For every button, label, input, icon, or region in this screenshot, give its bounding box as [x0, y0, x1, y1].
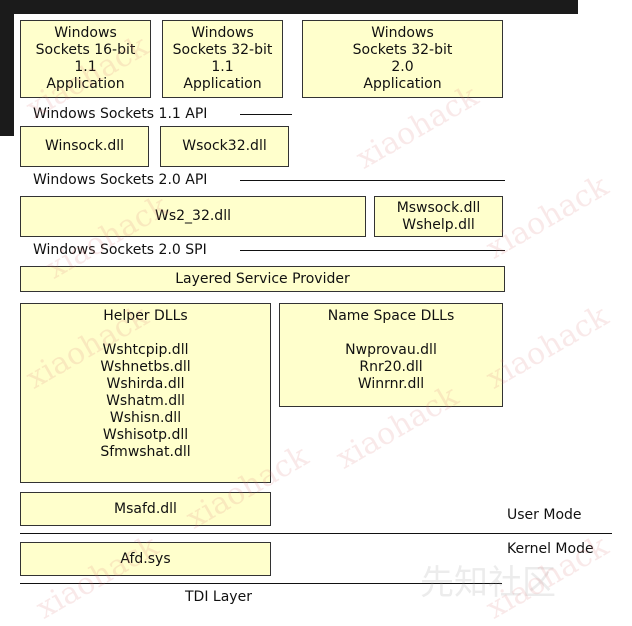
msafd-dll: Msafd.dll [20, 492, 271, 526]
kernel-mode-label: Kernel Mode [507, 541, 594, 557]
line: Application [183, 76, 262, 92]
line: 2.0 [391, 59, 414, 75]
line: 1.1 [211, 59, 234, 75]
helper-item: Wshisn.dll [109, 410, 182, 426]
helper-item: Wshirda.dll [106, 376, 185, 392]
user-mode-label: User Mode [507, 507, 582, 523]
line: 1.1 [74, 59, 97, 75]
namespace-title: Name Space DLLs [327, 308, 455, 324]
helper-item: Wshatm.dll [106, 393, 185, 409]
label: Afd.sys [120, 550, 171, 567]
winsock-dll: Winsock.dll [20, 126, 149, 167]
line: Windows [371, 25, 434, 41]
wsock32-dll: Wsock32.dll [160, 126, 289, 167]
dark-frame-top [0, 0, 578, 14]
line: Application [46, 76, 125, 92]
label: Winsock.dll [44, 138, 125, 154]
line: Sockets 32-bit [172, 42, 273, 58]
helper-dlls-box: Helper DLLs Wshtcpip.dll Wshnetbs.dll Ws… [20, 303, 271, 483]
api11-line [240, 114, 292, 115]
namespace-item: Nwprovau.dll [345, 342, 437, 358]
ws2-32-dll: Ws2_32.dll [20, 196, 366, 237]
user-kernel-divider [20, 533, 612, 534]
spi20-line [240, 250, 505, 251]
dark-frame-left [0, 0, 14, 136]
label: Ws2_32.dll [155, 208, 231, 224]
namespace-dlls-box: Name Space DLLs Nwprovau.dll Rnr20.dll W… [279, 303, 503, 407]
afd-sys: Afd.sys [20, 542, 271, 576]
tdi-label: TDI Layer [185, 589, 252, 605]
watermark-logo: 先知社区 [420, 563, 556, 603]
api11-label: Windows Sockets 1.1 API [33, 106, 208, 122]
label: Wshelp.dll [402, 216, 475, 233]
label: Layered Service Provider [175, 270, 350, 287]
api20-label: Windows Sockets 2.0 API [33, 172, 208, 188]
helper-item: Wshnetbs.dll [100, 359, 191, 375]
api20-line [240, 180, 505, 181]
helper-item: Wshtcpip.dll [102, 342, 189, 358]
helper-title: Helper DLLs [103, 308, 188, 324]
layered-service-provider: Layered Service Provider [20, 266, 505, 292]
label: Wsock32.dll [182, 138, 267, 154]
tdi-line [20, 583, 502, 584]
helper-item: Sfmwshat.dll [100, 444, 191, 460]
spi20-label: Windows Sockets 2.0 SPI [33, 242, 207, 258]
line: Sockets 32-bit [352, 42, 453, 58]
label: Msafd.dll [114, 500, 177, 517]
line: Windows [54, 25, 117, 41]
helper-item: Wshisotp.dll [102, 427, 189, 443]
line: Windows [191, 25, 254, 41]
line: Application [363, 76, 442, 92]
namespace-item: Rnr20.dll [359, 359, 423, 375]
namespace-item: Winrnr.dll [357, 376, 425, 392]
label: Mswsock.dll [396, 199, 481, 216]
line: Sockets 16-bit [35, 42, 136, 58]
